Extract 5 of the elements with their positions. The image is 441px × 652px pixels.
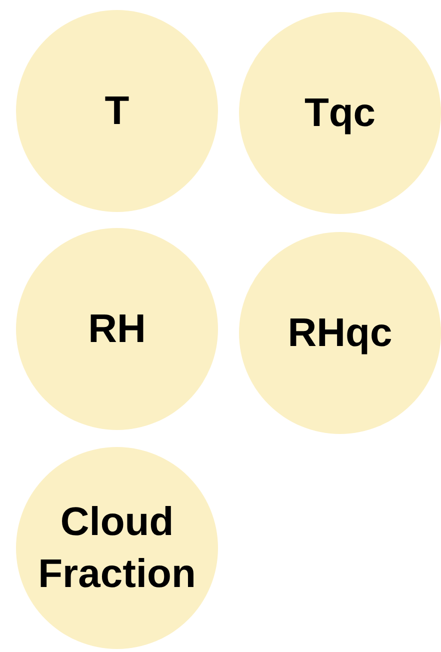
node-label: Tqc (304, 90, 376, 137)
node-label: T (104, 88, 130, 135)
node-label: Cloud Fraction (37, 499, 197, 598)
node-label: RHqc (288, 310, 392, 357)
node-label: RH (88, 306, 146, 353)
